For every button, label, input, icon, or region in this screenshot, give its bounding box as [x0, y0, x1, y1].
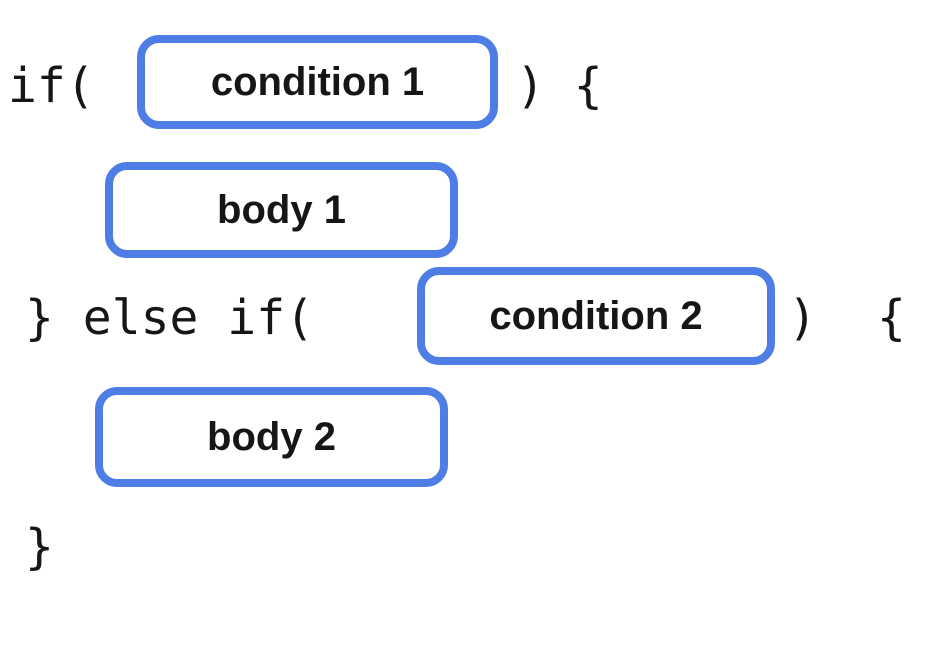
condition-1-label: condition 1: [210, 59, 425, 104]
code-token-if-open: if(: [8, 58, 95, 114]
body-2-placeholder-box: body 2: [95, 387, 448, 487]
code-token-open-brace: {: [877, 290, 906, 346]
code-token-close-paren: ): [788, 290, 817, 346]
condition-1-placeholder-box: condition 1: [137, 35, 498, 129]
code-token-closing-brace: }: [25, 519, 54, 575]
body-1-placeholder-box: body 1: [105, 162, 458, 258]
body-2-label: body 2: [207, 414, 336, 459]
body-1-label: body 1: [217, 187, 346, 232]
condition-2-placeholder-box: condition 2: [417, 267, 775, 365]
code-token-else-if-open: } else if(: [25, 290, 314, 346]
code-token-paren-brace-close: ) {: [516, 58, 603, 114]
condition-2-label: condition 2: [489, 293, 703, 338]
